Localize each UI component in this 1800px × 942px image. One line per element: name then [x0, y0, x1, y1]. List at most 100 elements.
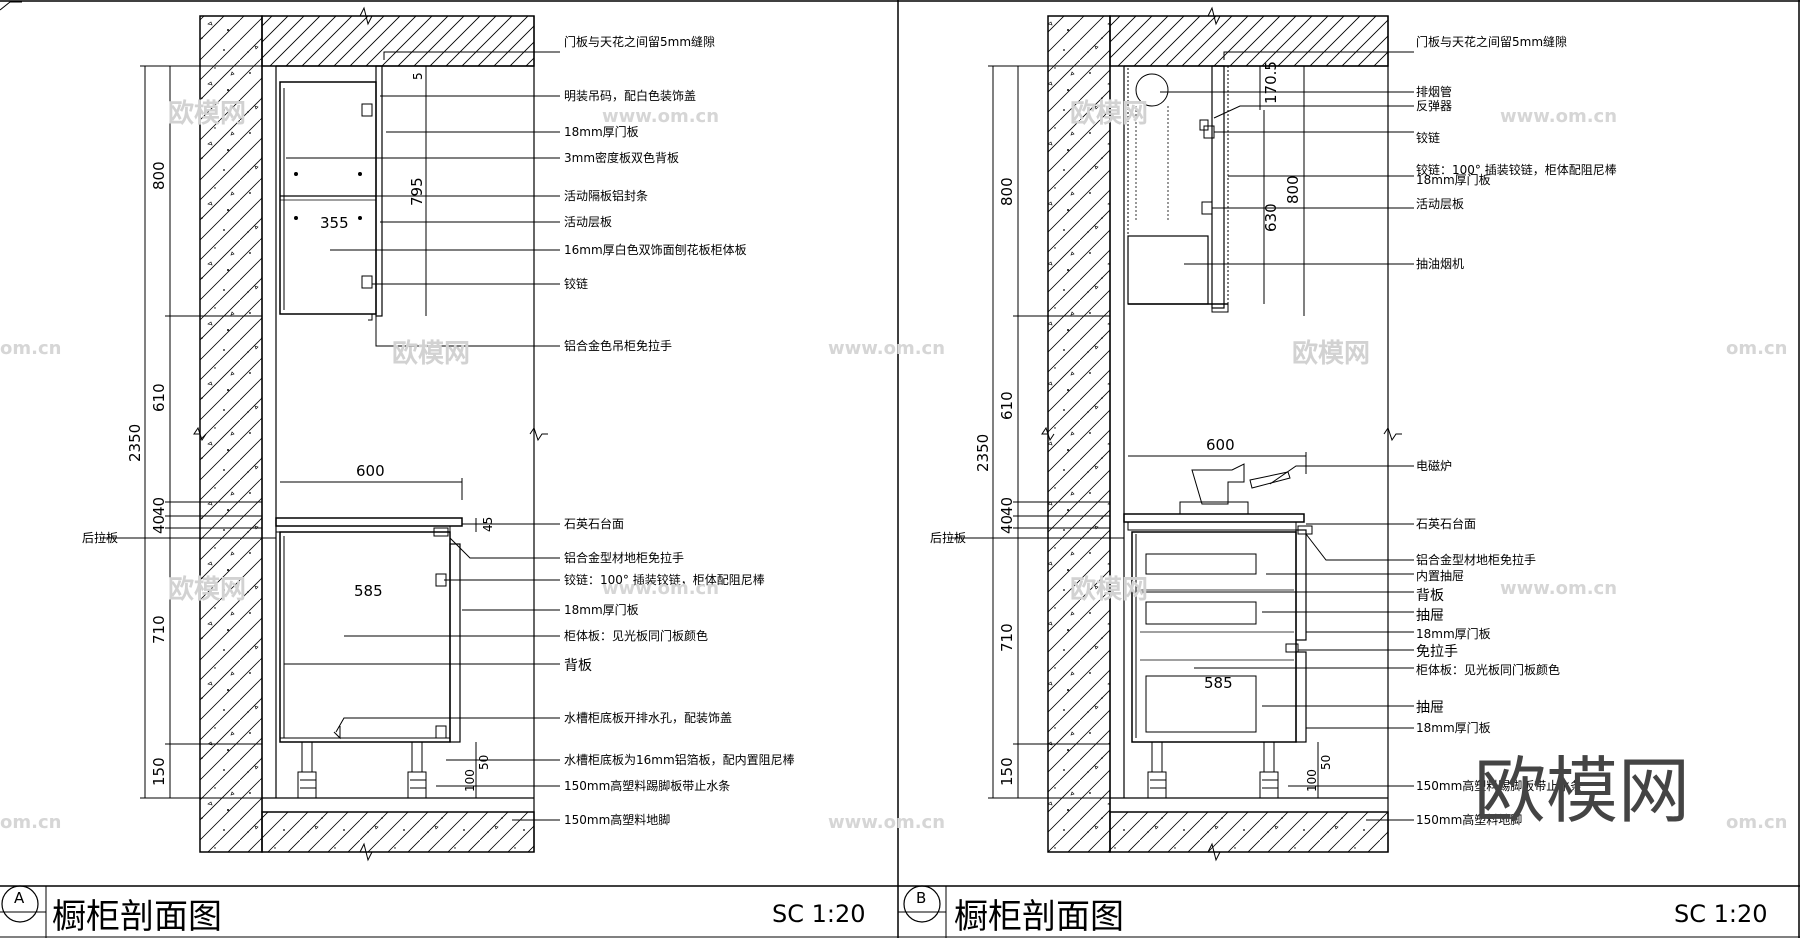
- dim-100-b: 100: [1305, 769, 1319, 792]
- label-a-12: 18mm厚门板: [564, 602, 639, 617]
- dim-40a-a: 40: [150, 497, 168, 516]
- scale-a: SC 1:20: [772, 900, 866, 928]
- dim-40b-b: 40: [998, 515, 1016, 534]
- base-cabinet-b: [1123, 513, 1313, 799]
- title-a: 橱柜剖面图: [52, 897, 222, 937]
- watermark-url: www.om.cn: [828, 338, 945, 359]
- induction-cooker-b: [1179, 463, 1291, 515]
- watermark-logo: 欧模网: [1474, 749, 1690, 833]
- dim-800-a: 800: [150, 161, 168, 190]
- label-b-15: 免拉手: [1416, 644, 1458, 660]
- dim-585-b: 585: [1204, 674, 1233, 692]
- label-a-15: 水槽柜底板开排水孔，配装饰盖: [564, 710, 732, 725]
- watermark-url: www.om.cn: [602, 578, 719, 599]
- section-badge-b: [903, 885, 941, 923]
- label-a-7: 铰链: [564, 276, 588, 291]
- watermark-url: www.om.cn: [828, 812, 945, 833]
- watermark-cn: 欧模网: [168, 574, 246, 605]
- dim-630-b: 630: [1262, 203, 1280, 232]
- dim-800-b: 800: [998, 177, 1016, 206]
- label-a-3: 3mm密度板双色背板: [564, 150, 679, 165]
- watermark-url: om.cn: [1726, 812, 1787, 833]
- base-cabinet-a: [275, 517, 463, 799]
- label-b-10: 铝合金型材地柜免拉手: [1416, 552, 1536, 567]
- scale-b: SC 1:20: [1674, 900, 1768, 928]
- watermark-url: om.cn: [0, 338, 61, 359]
- label-b-9: 石英石台面: [1416, 516, 1476, 531]
- dim-710-b: 710: [998, 623, 1016, 652]
- label-b-6: 活动层板: [1416, 197, 1464, 211]
- floor-b: [1109, 811, 1389, 853]
- dim-5-a: 5: [411, 72, 425, 80]
- leaders-a: [284, 51, 560, 821]
- section-badge-a: [1, 885, 39, 923]
- watermark-url: om.cn: [0, 812, 61, 833]
- side-label-b: 后拉板: [930, 530, 966, 545]
- label-a-0: 门板与天花之间留5mm缝隙: [564, 34, 715, 49]
- section-badge-letter-b: B: [916, 889, 926, 907]
- watermark-url: om.cn: [1726, 338, 1787, 359]
- wall-cabinet-a: [279, 65, 383, 321]
- wall-left-a: [199, 15, 263, 853]
- watermark-cn: 欧模网: [392, 338, 470, 369]
- dim-800i-b: 800: [1284, 175, 1302, 204]
- label-b-3: 铰链: [1416, 130, 1440, 145]
- label-a-10: 铝合金型材地柜免拉手: [564, 550, 684, 565]
- label-a-14: 背板: [564, 658, 592, 674]
- left-dim-text-a: 800 610 2350 40 40 710 150 后拉板: [82, 161, 168, 786]
- label-b-7: 抽油烟机: [1416, 257, 1464, 271]
- label-b-18: 18mm厚门板: [1416, 720, 1491, 735]
- dim-40a-b: 40: [998, 497, 1016, 516]
- watermark-cn: 欧模网: [1292, 338, 1370, 369]
- label-a-9: 石英石台面: [564, 516, 624, 531]
- labels-b: 门板与天花之间留5mm缝隙 排烟管 反弹器 铰链 铰链：100° 插装铰链，柜体…: [1416, 34, 1617, 827]
- section-panel-a: 800 610 2350 40 40 710 150 后拉板 355 795 5…: [0, 6, 866, 938]
- watermark-url: www.om.cn: [602, 106, 719, 127]
- labels-a: 门板与天花之间留5mm缝隙 明装吊码，配白色装饰盖 18mm厚门板 3mm密度板…: [564, 34, 795, 827]
- watermark-cn: 欧模网: [168, 98, 246, 129]
- dim-50-a: 50: [477, 755, 491, 770]
- left-dimensions-a: [100, 65, 276, 799]
- label-b-17: 抽屉: [1416, 700, 1444, 716]
- watermark-cn: 欧模网: [1070, 574, 1148, 605]
- dim-150-a: 150: [150, 757, 168, 786]
- title-block-a: A 橱柜剖面图 SC 1:20: [0, 885, 866, 938]
- inner-dimensions-a: 355 795 5 600 585 45 100 50: [280, 66, 495, 798]
- dim-610-b: 610: [998, 391, 1016, 420]
- dim-2350-a: 2350: [126, 424, 144, 462]
- left-dim-text-b: 800 610 2350 40 40 710 150 后拉板: [930, 177, 1016, 786]
- inner-dimensions-b: 170.5 630 800 600 585 100 50: [1128, 61, 1333, 798]
- side-label-a: 后拉板: [82, 530, 118, 545]
- dim-585-a: 585: [354, 582, 383, 600]
- title-block-b: B 橱柜剖面图 SC 1:20: [898, 885, 1768, 938]
- label-b-1: 排烟管: [1416, 84, 1452, 99]
- leaders-b: [1140, 51, 1414, 821]
- dim-150-b: 150: [998, 757, 1016, 786]
- title-b: 橱柜剖面图: [954, 897, 1124, 937]
- dim-2350-b: 2350: [974, 434, 992, 472]
- label-b-2: 反弹器: [1416, 99, 1452, 113]
- label-b-0: 门板与天花之间留5mm缝隙: [1416, 34, 1567, 49]
- dim-50-b: 50: [1319, 755, 1333, 770]
- label-b-12: 背板: [1416, 588, 1444, 604]
- left-dimensions-b: [948, 65, 1124, 799]
- dim-40b-a: 40: [150, 515, 168, 534]
- watermarks: 欧模网 www.om.cn 欧模网 om.cn www.om.cn 欧模网 ww…: [0, 98, 1787, 833]
- label-a-13: 柜体板：见光板同门板颜色: [564, 628, 708, 643]
- label-a-16: 水槽柜底板为16mm铝箔板，配内置阻尼棒: [564, 752, 795, 767]
- dim-355-a: 355: [320, 214, 349, 232]
- watermark-url: www.om.cn: [1500, 106, 1617, 127]
- label-a-17: 150mm高塑料踢脚板带止水条: [564, 778, 730, 793]
- watermark-cn: 欧模网: [1070, 98, 1148, 129]
- label-a-11: 铰链：100° 插装铰链，柜体配阻尼棒: [564, 572, 765, 587]
- label-a-5: 活动层板: [564, 215, 612, 229]
- label-b-19: 150mm高塑料踢脚板带止水条: [1416, 778, 1582, 793]
- label-a-1: 明装吊码，配白色装饰盖: [564, 88, 696, 103]
- dim-600-a: 600: [356, 462, 385, 480]
- floor-a: [261, 811, 535, 853]
- label-a-2: 18mm厚门板: [564, 124, 639, 139]
- section-badge-letter-a: A: [14, 889, 25, 907]
